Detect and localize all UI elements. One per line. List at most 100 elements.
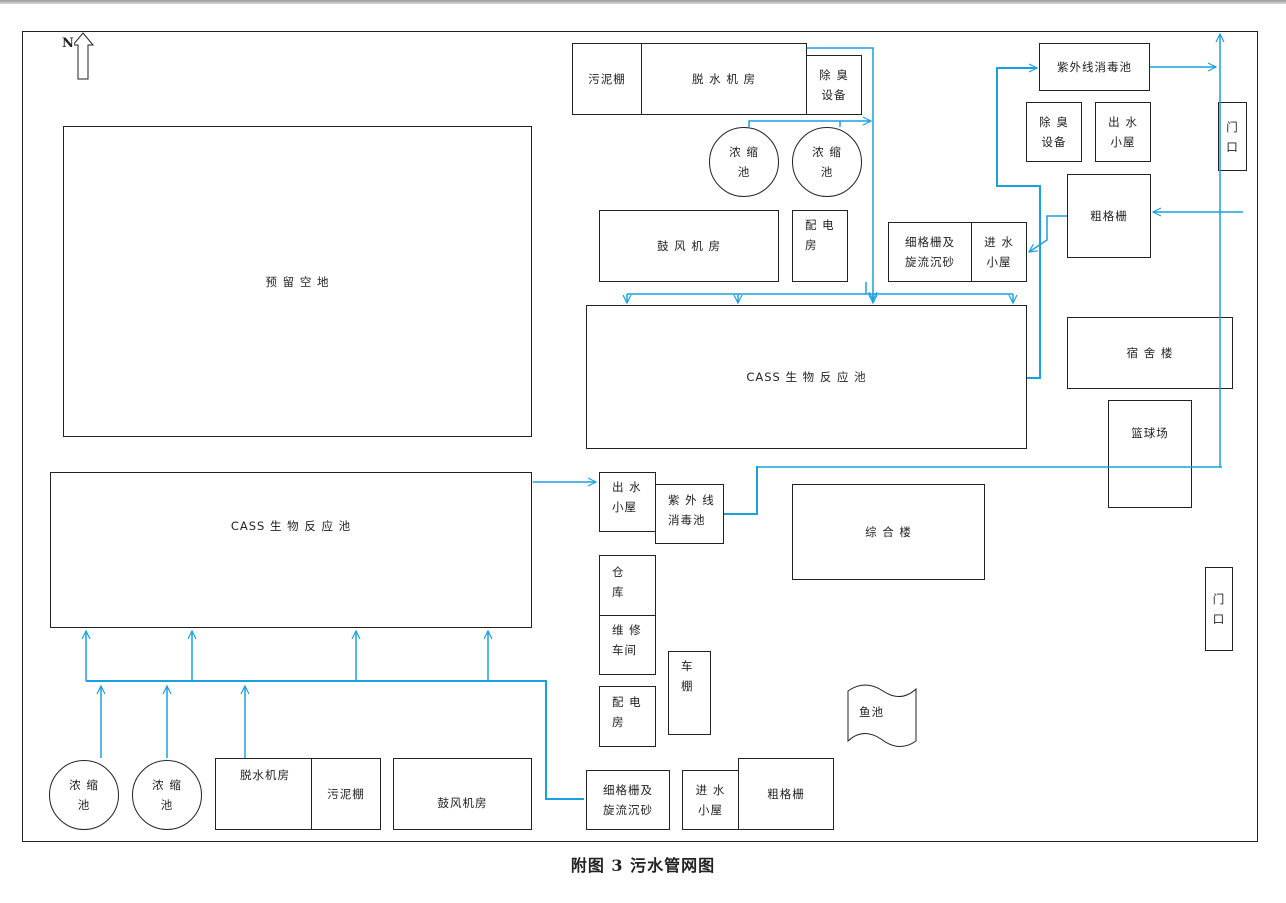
inlet-house-lower-label-2: 小屋 — [698, 803, 723, 817]
deodor-east-label-1: 除 臭 — [1039, 115, 1069, 129]
inlet-house-upper-label-2: 小屋 — [986, 255, 1012, 269]
north-label: N — [62, 36, 74, 51]
uv-pool-lower-label-1: 紫 外 线 — [668, 493, 715, 507]
gate-south-label-2: 口 — [1212, 612, 1226, 626]
pipe-thickener-collector — [748, 121, 871, 127]
warehouse-label-2: 库 — [612, 585, 625, 599]
thickener-lower-a: 浓 缩 池 — [49, 760, 119, 830]
blower-room-upper-label: 鼓 风 机 房 — [657, 239, 721, 253]
inlet-house-lower-label-1: 进 水 — [695, 783, 726, 797]
inlet-house-upper: 进 水 小屋 — [971, 222, 1027, 282]
deodor-equipment-east: 除 臭 设备 — [1026, 102, 1082, 162]
outlet-house-east-label-1: 出 水 — [1108, 115, 1138, 129]
fish-pond-shape — [847, 684, 917, 747]
thickener-lower-b-label-2: 池 — [160, 798, 174, 812]
cass-pool-upper: CASS 生 物 反 应 池 — [586, 305, 1027, 449]
fine-screen-upper-label-2: 旋流沉砂 — [905, 255, 955, 269]
thickener-lower-b: 浓 缩 池 — [132, 760, 202, 830]
power-room-upper: 配 电 房 — [792, 210, 848, 282]
deodor-upper-label-1: 除 臭 — [819, 68, 849, 82]
uv-pool-east: 紫外线消毒池 — [1039, 43, 1150, 91]
warehouse: 仓 库 — [599, 555, 656, 616]
power-room-upper-label-2: 房 — [805, 238, 818, 252]
outlet-house-east-label-2: 小屋 — [1110, 135, 1136, 149]
carport-label-2: 棚 — [681, 679, 694, 693]
fine-screen-upper-label-1: 细格栅及 — [905, 235, 955, 249]
uv-pool-east-label: 紫外线消毒池 — [1057, 60, 1132, 74]
thickener-upper-b: 浓 缩 池 — [792, 127, 862, 197]
coarse-screen-lower: 粗格栅 — [738, 758, 834, 830]
thickener-upper-b-label-2: 池 — [820, 165, 834, 179]
basketball-court: 篮球场 — [1108, 400, 1192, 508]
cass-pool-upper-label: CASS 生 物 反 应 池 — [746, 370, 867, 384]
site-boundary — [22, 31, 1258, 842]
figure-caption: 附图 3 污水管网图 — [570, 856, 716, 875]
deodor-equipment-upper: 除 臭 设备 — [806, 55, 862, 115]
pipe-dewatering-east — [807, 47, 873, 300]
warehouse-label-1: 仓 — [612, 565, 625, 579]
dewatering-room-lower-label: 脱水机房 — [240, 768, 290, 782]
uv-pool-lower-label-2: 消毒池 — [668, 513, 706, 527]
reserved-land-label: 预 留 空 地 — [265, 274, 330, 289]
fine-screen-lower-label-1: 细格栅及 — [603, 783, 653, 797]
sludge-shed-upper-label: 污泥棚 — [588, 72, 626, 86]
cass-pool-lower: CASS 生 物 反 应 池 — [50, 472, 532, 628]
gate-north-label-2: 口 — [1226, 139, 1239, 154]
dormitory-label: 宿 舍 楼 — [1126, 346, 1174, 360]
power-room-lower-label-1: 配 电 — [612, 695, 642, 709]
coarse-screen-lower-label: 粗格栅 — [767, 787, 805, 801]
blower-room-lower: 鼓风机房 — [393, 758, 532, 830]
gate-south: 门 口 — [1205, 567, 1233, 651]
top-border — [0, 0, 1286, 4]
office-building-label: 综 合 楼 — [865, 525, 912, 539]
north-arrow-icon — [74, 32, 94, 80]
blower-room-lower-label: 鼓风机房 — [437, 796, 488, 810]
repair-shop: 维 修 车间 — [599, 615, 656, 675]
sludge-shed-lower: 污泥棚 — [311, 758, 381, 830]
carport: 车 棚 — [668, 651, 711, 735]
repair-shop-label-2: 车间 — [612, 643, 637, 657]
thickener-upper-b-label-1: 浓 缩 — [812, 145, 842, 159]
fine-screen-lower-label-2: 旋流沉砂 — [603, 803, 653, 817]
sludge-shed-lower-label: 污泥棚 — [327, 787, 365, 801]
outlet-house-east: 出 水 小屋 — [1095, 102, 1151, 162]
thickener-lower-b-label-1: 浓 缩 — [152, 778, 182, 792]
inlet-house-lower: 进 水 小屋 — [682, 770, 739, 830]
coarse-screen-east: 粗格栅 — [1067, 174, 1151, 258]
coarse-screen-east-label: 粗格栅 — [1090, 209, 1128, 223]
office-building: 综 合 楼 — [792, 484, 985, 580]
dewatering-room-upper-label: 脱 水 机 房 — [692, 72, 756, 86]
fine-screen-upper: 细格栅及 旋流沉砂 — [888, 222, 972, 282]
cass-pool-lower-label: CASS 生 物 反 应 池 — [230, 519, 352, 533]
repair-shop-label-1: 维 修 — [612, 623, 642, 637]
sludge-shed-upper: 污泥棚 — [572, 43, 642, 115]
power-room-upper-label-1: 配 电 — [805, 218, 835, 232]
power-room-lower-label-2: 房 — [612, 715, 625, 729]
blower-room-upper: 鼓 风 机 房 — [599, 210, 779, 282]
uv-pool-lower: 紫 外 线 消毒池 — [655, 484, 724, 544]
carport-label-1: 车 — [681, 659, 694, 673]
thickener-upper-a-label-1: 浓 缩 — [729, 145, 759, 159]
fish-pond-label: 鱼池 — [859, 705, 884, 719]
outlet-house-lower: 出 水 小屋 — [599, 472, 656, 532]
pipe-header-lower — [86, 680, 584, 800]
inlet-house-upper-label-1: 进 水 — [984, 235, 1014, 249]
outlet-house-lower-label-2: 小屋 — [612, 500, 637, 514]
outlet-house-lower-label-1: 出 水 — [612, 480, 642, 494]
pipe-cass-to-uv — [996, 68, 1041, 379]
thickener-upper-a: 浓 缩 池 — [709, 127, 779, 197]
pipe-coarse-to-inlet — [1029, 215, 1067, 252]
fine-screen-lower: 细格栅及 旋流沉砂 — [586, 770, 670, 830]
power-room-lower: 配 电 房 — [599, 686, 656, 747]
thickener-lower-a-label-1: 浓 缩 — [69, 778, 99, 792]
gate-south-label-1: 门 — [1212, 592, 1226, 606]
deodor-upper-label-2: 设备 — [821, 88, 847, 102]
dormitory: 宿 舍 楼 — [1067, 317, 1233, 389]
thickener-lower-a-label-2: 池 — [77, 798, 91, 812]
gate-north-label-1: 门 — [1226, 119, 1239, 134]
pipe-lower-uv-link — [724, 466, 758, 515]
thickener-upper-a-label-2: 池 — [737, 165, 751, 179]
gate-north: 门 口 — [1218, 102, 1247, 171]
deodor-east-label-2: 设备 — [1041, 135, 1067, 149]
